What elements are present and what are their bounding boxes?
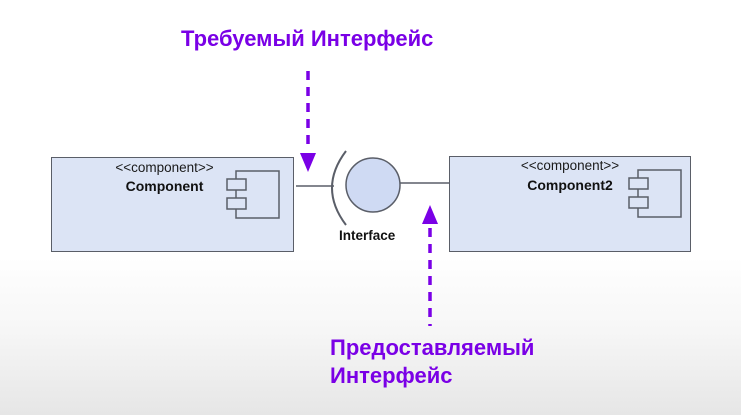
required-arrow-icon [300,71,316,172]
component2-stereotype: <<component>> [520,158,620,173]
required-interface-socket [331,150,347,226]
component2-name: Component2 [527,177,613,193]
provided-interface-circle [345,157,401,213]
provided-arrow-icon [422,205,438,326]
component-stereotype: <<component>> [115,160,214,175]
component2-box[interactable]: <<component>> Component2 [449,156,691,252]
provided-interface-label: Предоставляемый Интерфейс [330,334,534,389]
interface-name: Interface [339,228,396,243]
required-interface-label: Требуемый Интерфейс [181,26,434,51]
provided-interface-label-line2: Интерфейс [330,362,453,388]
provided-interface-label-line1: Предоставляемый [330,335,535,360]
component-name: Component [125,178,204,194]
component-box[interactable]: <<component>> Component [51,157,294,252]
